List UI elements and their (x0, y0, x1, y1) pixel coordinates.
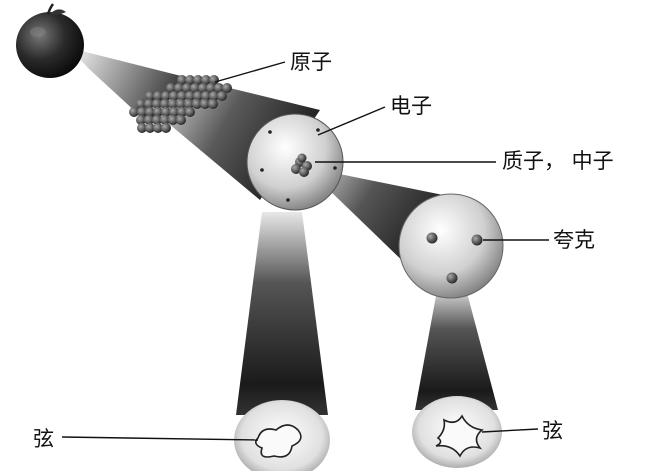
nucleus-icon (291, 153, 312, 177)
zoom-beam-quark-string (415, 285, 498, 410)
atom-ball (222, 83, 232, 93)
atom-ball (176, 99, 186, 109)
leader-line-string-left (61, 436, 259, 441)
atom-ball (136, 99, 146, 109)
atom-ball (166, 83, 176, 93)
atom-ball (185, 91, 195, 101)
atom-ball (144, 115, 154, 125)
atom-ball (161, 123, 171, 133)
label-quark: 夸克 (553, 228, 595, 252)
quark-sphere (398, 193, 504, 299)
atom-ball (177, 91, 187, 101)
label-proton-neutron: 质子， 中子 (502, 149, 614, 173)
string-loop-icon (435, 414, 484, 458)
atom-ball (145, 91, 155, 101)
string-sphere-left (234, 400, 330, 471)
string-loop-icon (254, 424, 302, 458)
atom-ball (152, 99, 162, 109)
atom-ball (137, 107, 147, 117)
atom-ball (184, 99, 194, 109)
atom-ball (169, 91, 179, 101)
atom-ball (174, 83, 184, 93)
atom-ball (185, 75, 195, 85)
label-string-right: 弦 (542, 419, 563, 443)
atom-ball (185, 107, 195, 117)
leader-line-atom (214, 61, 286, 83)
leader-line-string-right (481, 428, 539, 433)
atom-ball (129, 107, 139, 117)
label-atom: 原子 (290, 50, 332, 74)
atom-ball (145, 123, 155, 133)
atom-ball (209, 75, 219, 85)
atom-ball (153, 123, 163, 133)
atom-ball (193, 75, 203, 85)
atom-ball (144, 99, 154, 109)
label-string-left: 弦 (33, 427, 54, 451)
atom-ball (176, 115, 186, 125)
atom-ball (137, 123, 147, 133)
apple-icon (16, 3, 84, 78)
atom-ball (168, 115, 178, 125)
atom-ball (214, 83, 224, 93)
atom-ball (161, 91, 171, 101)
atom-ball (190, 83, 200, 93)
atom-ball (145, 107, 155, 117)
leader-line-electron (317, 106, 386, 136)
atom-ball (160, 115, 170, 125)
atom-ball (209, 91, 219, 101)
atom-ball (136, 115, 146, 125)
zoom-beam-electron-string (236, 212, 328, 415)
atom-ball (177, 75, 187, 85)
atom-ball (152, 115, 162, 125)
quark-icon (446, 272, 458, 284)
atom-ball (169, 107, 179, 117)
atom-ball (153, 107, 163, 117)
atom-ball (177, 107, 187, 117)
atom-ball (153, 91, 163, 101)
atom-ball (208, 99, 218, 109)
string-sphere-right (412, 396, 502, 468)
atom-ball (160, 99, 170, 109)
quark-icon (426, 232, 438, 244)
atom-ball (206, 83, 216, 93)
atom-ball (201, 91, 211, 101)
atom-ball (182, 83, 192, 93)
atom-ball (193, 91, 203, 101)
label-electron: 电子 (390, 94, 432, 118)
atom-ball (201, 75, 211, 85)
atom-lattice (129, 75, 232, 133)
atom-ball (192, 99, 202, 109)
atom-ball (217, 91, 227, 101)
atom-ball (200, 99, 210, 109)
quark-icon (471, 234, 483, 246)
atom-ball (161, 107, 171, 117)
atom-ball (198, 83, 208, 93)
atom-ball (168, 99, 178, 109)
